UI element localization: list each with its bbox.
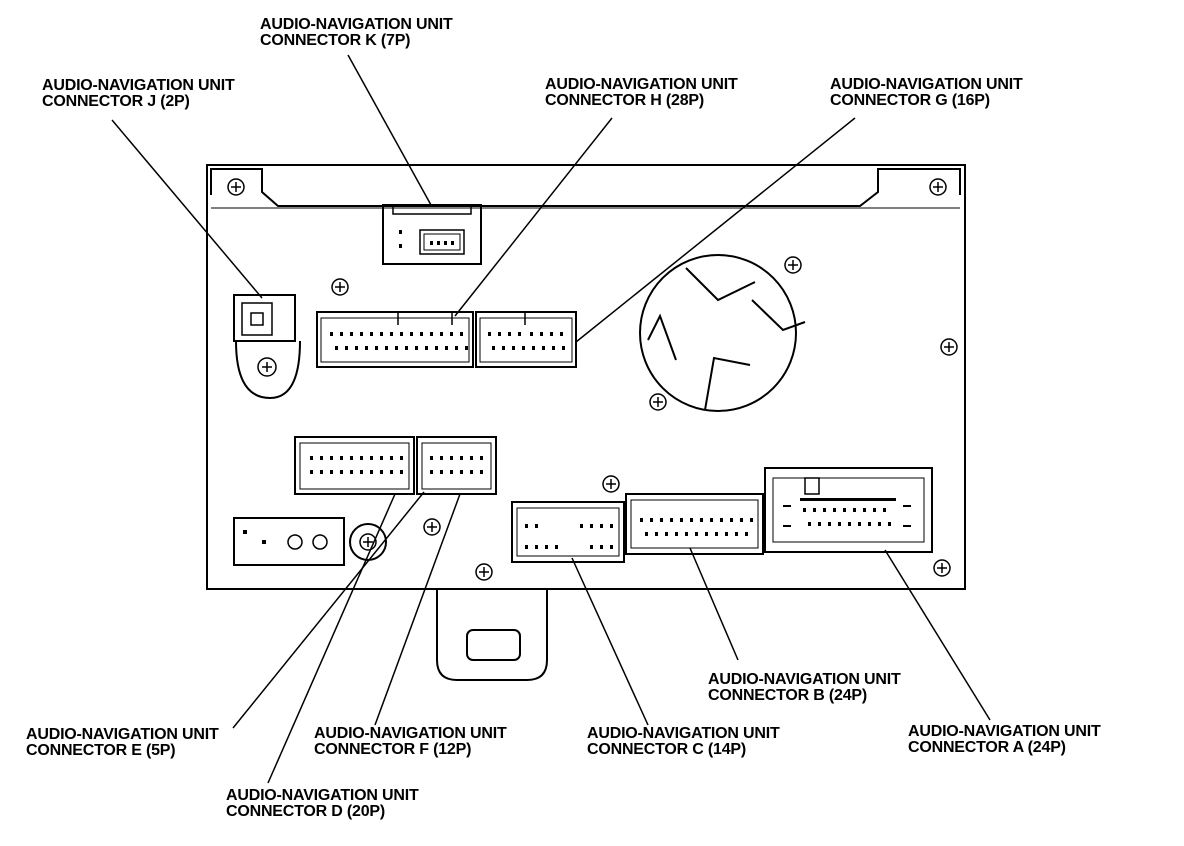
label-connector-e: AUDIO-NAVIGATION UNIT CONNECTOR E (5P) bbox=[26, 727, 219, 759]
label-connector-f: AUDIO-NAVIGATION UNIT CONNECTOR F (12P) bbox=[314, 726, 507, 758]
label-line: CONNECTOR G (16P) bbox=[830, 92, 990, 109]
connector-j bbox=[233, 294, 301, 400]
screw-icon bbox=[227, 178, 245, 196]
label-line: AUDIO-NAVIGATION UNIT bbox=[908, 723, 1101, 740]
label-connector-h: AUDIO-NAVIGATION UNIT CONNECTOR H (28P) bbox=[545, 77, 738, 109]
label-line: CONNECTOR E (5P) bbox=[26, 742, 176, 759]
label-connector-a: AUDIO-NAVIGATION UNIT CONNECTOR A (24P) bbox=[908, 724, 1101, 756]
pins-e bbox=[243, 530, 266, 544]
label-line: CONNECTOR J (2P) bbox=[42, 93, 190, 110]
label-line: AUDIO-NAVIGATION UNIT bbox=[545, 76, 738, 93]
screw-icon bbox=[257, 357, 277, 377]
label-line: CONNECTOR A (24P) bbox=[908, 739, 1066, 756]
leader-lines bbox=[111, 54, 991, 784]
pins-f bbox=[430, 456, 483, 474]
label-line: AUDIO-NAVIGATION UNIT bbox=[260, 16, 453, 33]
pins-c bbox=[525, 524, 613, 549]
pins-h bbox=[330, 332, 468, 350]
label-connector-k: AUDIO-NAVIGATION UNIT CONNECTOR K (7P) bbox=[260, 17, 453, 49]
unit-housing bbox=[206, 164, 966, 681]
label-line: AUDIO-NAVIGATION UNIT bbox=[830, 76, 1023, 93]
connector-h bbox=[316, 311, 474, 368]
pins-a bbox=[783, 498, 911, 527]
label-line: CONNECTOR D (20P) bbox=[226, 803, 385, 820]
fan-icon bbox=[639, 254, 806, 412]
label-line: AUDIO-NAVIGATION UNIT bbox=[226, 787, 419, 804]
screw-icon bbox=[602, 475, 620, 493]
label-line: CONNECTOR H (28P) bbox=[545, 92, 704, 109]
connector-pins bbox=[243, 230, 911, 549]
connector-e bbox=[233, 517, 387, 566]
label-line: CONNECTOR C (14P) bbox=[587, 741, 746, 758]
screw-icon bbox=[784, 256, 802, 274]
screw-icon bbox=[423, 518, 441, 536]
connector-g bbox=[475, 311, 577, 368]
label-line: CONNECTOR F (12P) bbox=[314, 741, 472, 758]
label-connector-j: AUDIO-NAVIGATION UNIT CONNECTOR J (2P) bbox=[42, 78, 235, 110]
connector-d bbox=[294, 436, 415, 495]
connector-b bbox=[625, 493, 764, 555]
pins-b bbox=[640, 518, 753, 536]
screw-icon bbox=[359, 533, 377, 551]
screws bbox=[227, 178, 958, 581]
pins-d bbox=[310, 456, 403, 474]
connector-a bbox=[764, 467, 933, 553]
pins-g bbox=[488, 332, 565, 350]
label-connector-b: AUDIO-NAVIGATION UNIT CONNECTOR B (24P) bbox=[708, 672, 901, 704]
screw-icon bbox=[475, 563, 493, 581]
label-connector-g: AUDIO-NAVIGATION UNIT CONNECTOR G (16P) bbox=[830, 77, 1023, 109]
connector-c bbox=[511, 501, 625, 563]
connector-f bbox=[416, 436, 497, 495]
label-line: AUDIO-NAVIGATION UNIT bbox=[587, 725, 780, 742]
screw-icon bbox=[331, 278, 349, 296]
label-connector-d: AUDIO-NAVIGATION UNIT CONNECTOR D (20P) bbox=[226, 788, 419, 820]
label-connector-c: AUDIO-NAVIGATION UNIT CONNECTOR C (14P) bbox=[587, 726, 780, 758]
label-line: AUDIO-NAVIGATION UNIT bbox=[314, 725, 507, 742]
pins-k bbox=[399, 230, 454, 248]
label-line: CONNECTOR K (7P) bbox=[260, 32, 411, 49]
screw-icon bbox=[929, 178, 947, 196]
screw-icon bbox=[649, 393, 667, 411]
label-line: CONNECTOR B (24P) bbox=[708, 687, 867, 704]
label-line: AUDIO-NAVIGATION UNIT bbox=[42, 77, 235, 94]
label-line: AUDIO-NAVIGATION UNIT bbox=[708, 671, 901, 688]
connector-k bbox=[382, 204, 482, 265]
screw-icon bbox=[940, 338, 958, 356]
label-line: AUDIO-NAVIGATION UNIT bbox=[26, 726, 219, 743]
screw-icon bbox=[933, 559, 951, 577]
